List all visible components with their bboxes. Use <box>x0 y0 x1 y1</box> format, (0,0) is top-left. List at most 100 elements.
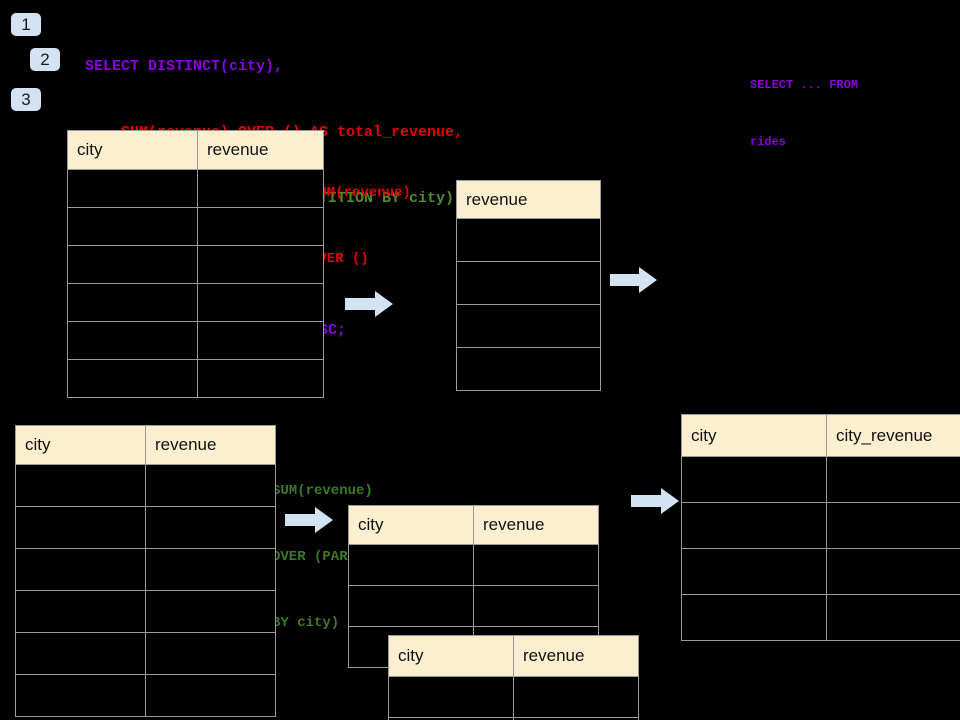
cell-city <box>15 464 146 507</box>
column-header-city: city <box>348 505 474 545</box>
column-header-revenue: revenue <box>145 425 276 465</box>
cell-revenue <box>473 585 599 627</box>
cell-city <box>388 676 514 718</box>
cell-revenue <box>456 304 601 348</box>
step-badge-1: 1 <box>11 13 41 36</box>
column-header-revenue: revenue <box>473 505 599 545</box>
table-row <box>456 218 601 262</box>
table-row <box>15 548 276 591</box>
table-header-row: city city_revenue <box>681 414 960 457</box>
side-note-select-from-rides: SELECT ... FROM rides <box>750 38 858 190</box>
cell-revenue <box>145 632 276 675</box>
cell-revenue <box>456 218 601 262</box>
cell-city <box>67 245 198 284</box>
cell-revenue <box>197 283 324 322</box>
cell-city <box>15 590 146 633</box>
annotation-sum-over-empty-line-1: SUM(revenue) <box>310 185 411 201</box>
total-revenue-table: revenue <box>456 180 601 391</box>
table-row <box>15 632 276 675</box>
cell-city-revenue <box>826 502 960 549</box>
partition-group-table-front: city revenue <box>388 635 639 720</box>
sql-line-select: SELECT DISTINCT(city), <box>85 58 284 75</box>
cell-revenue <box>197 359 324 398</box>
cell-revenue <box>145 548 276 591</box>
table-row <box>15 674 276 717</box>
table-row <box>67 359 324 398</box>
cell-revenue <box>473 544 599 586</box>
cell-revenue <box>145 590 276 633</box>
table-row <box>388 717 639 720</box>
arrow-source-to-partition-icon <box>285 507 333 533</box>
cell-city <box>681 456 827 503</box>
cell-city <box>15 548 146 591</box>
cell-revenue <box>145 506 276 549</box>
rides-source-table-2: city revenue <box>15 425 276 717</box>
table-row <box>456 304 601 348</box>
annotation-sum-over-empty: SUM(revenue) OVER () <box>310 138 411 314</box>
column-header-city: city <box>15 425 146 465</box>
cell-city <box>67 321 198 360</box>
cell-city <box>67 359 198 398</box>
table-row <box>456 261 601 305</box>
table-row <box>15 464 276 507</box>
column-header-revenue: revenue <box>513 635 639 677</box>
cell-revenue <box>456 261 601 305</box>
cell-revenue <box>197 207 324 246</box>
cell-city <box>681 594 827 641</box>
table-header-row: city revenue <box>388 635 639 677</box>
table-header-row: city revenue <box>67 130 324 170</box>
cell-revenue <box>513 676 639 718</box>
annotation-sum-over-partition-line-3: BY city) <box>272 615 340 631</box>
step-badge-2: 2 <box>30 48 60 71</box>
table-row <box>15 506 276 549</box>
step-badge-3: 3 <box>11 88 41 111</box>
cell-city <box>681 502 827 549</box>
arrow-source-to-total-icon <box>345 291 393 317</box>
table-header-row: city revenue <box>15 425 276 465</box>
table-row <box>67 321 324 360</box>
cell-revenue <box>513 717 639 720</box>
table-row <box>67 245 324 284</box>
cell-revenue <box>197 321 324 360</box>
annotation-sum-over-empty-line-2: OVER () <box>310 251 369 267</box>
column-header-city: city <box>388 635 514 677</box>
table-row <box>67 207 324 246</box>
table-row <box>681 548 960 595</box>
cell-city <box>67 207 198 246</box>
cell-city-revenue <box>826 548 960 595</box>
arrow-total-to-result-icon <box>610 267 657 293</box>
cell-revenue <box>456 347 601 391</box>
table-row <box>388 676 639 718</box>
arrow-partition-to-result-icon <box>631 488 679 514</box>
cell-city <box>681 548 827 595</box>
column-header-revenue: revenue <box>456 180 601 219</box>
cell-city <box>348 585 474 627</box>
cell-revenue <box>197 169 324 208</box>
cell-revenue <box>145 464 276 507</box>
table-row <box>15 590 276 633</box>
city-revenue-result-table: city city_revenue <box>681 414 960 641</box>
table-row <box>681 502 960 549</box>
cell-city <box>348 544 474 586</box>
cell-city <box>15 632 146 675</box>
side-note-line-1: SELECT ... FROM <box>750 78 859 92</box>
cell-city-revenue <box>826 594 960 641</box>
table-header-row: city revenue <box>348 505 599 545</box>
rides-source-table: city revenue <box>67 130 324 398</box>
table-row <box>456 347 601 391</box>
cell-city <box>15 506 146 549</box>
table-row <box>681 594 960 641</box>
table-row <box>348 585 599 627</box>
annotation-sum-over-partition-line-1: SUM(revenue) <box>272 483 373 499</box>
cell-city-revenue <box>826 456 960 503</box>
column-header-city-revenue: city_revenue <box>826 414 960 457</box>
table-row <box>348 544 599 586</box>
table-row <box>681 456 960 503</box>
table-row <box>67 169 324 208</box>
column-header-revenue: revenue <box>197 130 324 170</box>
side-note-line-2: rides <box>750 135 787 149</box>
table-row <box>67 283 324 322</box>
cell-revenue <box>197 245 324 284</box>
column-header-city: city <box>681 414 827 457</box>
